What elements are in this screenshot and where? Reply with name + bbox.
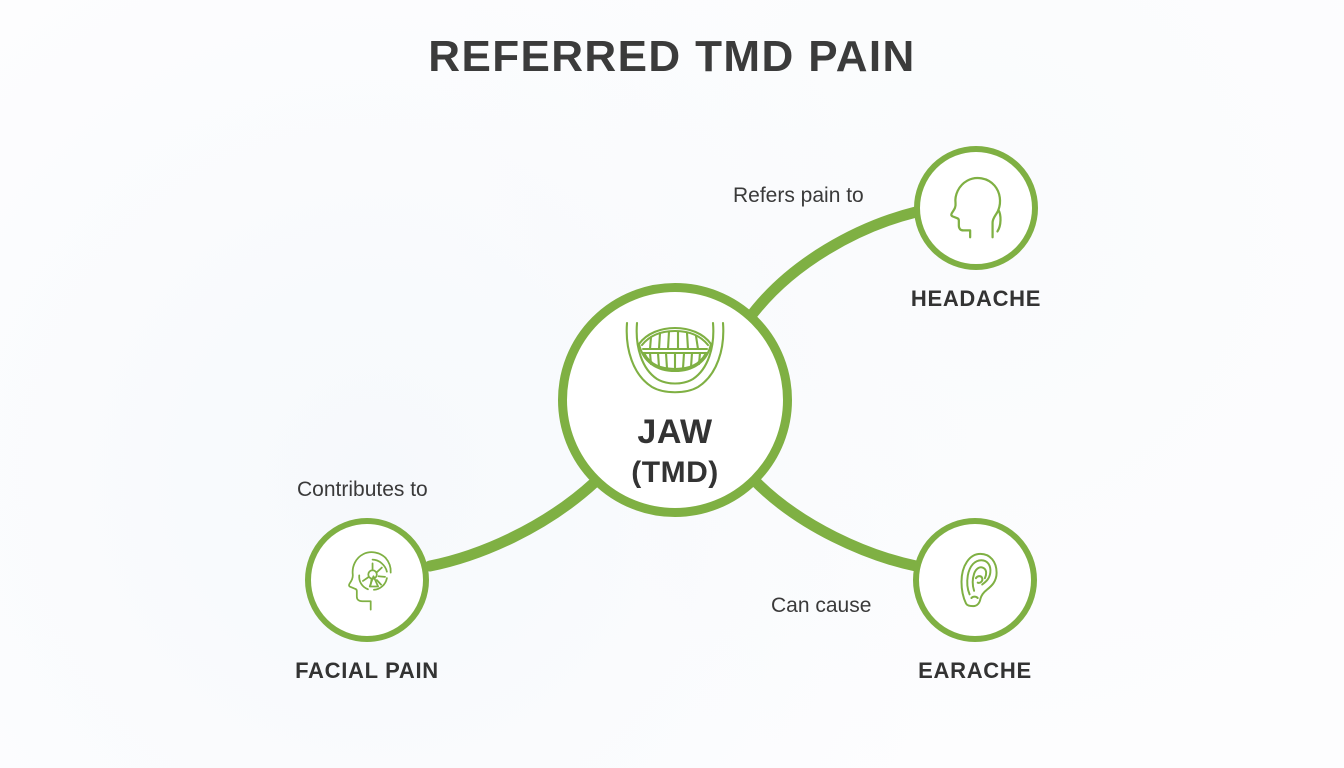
node-jaw-circle xyxy=(558,283,792,517)
head-profile-icon xyxy=(914,146,1038,270)
node-jaw-label: JAW xyxy=(637,413,713,451)
jaw-teeth-icon xyxy=(617,319,733,399)
node-headache-label: HEADACHE xyxy=(910,286,1042,311)
connector-jaw-earache xyxy=(748,474,922,572)
head-pain-radiating-icon xyxy=(305,518,429,642)
connector-jaw-facialpain xyxy=(424,476,601,572)
node-facial-pain-circle xyxy=(305,518,429,642)
page-title: REFERRED TMD PAIN xyxy=(428,32,916,81)
node-jaw-sublabel: (TMD) xyxy=(631,456,719,489)
ear-icon xyxy=(913,518,1037,642)
node-headache-circle xyxy=(914,146,1038,270)
node-headache[interactable]: HEADACHE xyxy=(911,146,1040,311)
node-facial-pain[interactable]: FACIAL PAIN xyxy=(295,518,438,683)
node-earache[interactable]: EARACHE xyxy=(913,518,1037,683)
node-earache-circle xyxy=(913,518,1037,642)
edge-label-contributes-to: Contributes to xyxy=(297,478,428,501)
node-earache-label: EARACHE xyxy=(918,658,1032,683)
connector-jaw-headache xyxy=(742,206,922,326)
edge-label-refers-pain-to: Refers pain to xyxy=(733,184,864,207)
edge-label-can-cause: Can cause xyxy=(771,594,872,617)
node-facial-pain-label: FACIAL PAIN xyxy=(295,658,439,683)
node-jaw-tmd[interactable]: JAW (TMD) xyxy=(558,283,792,517)
